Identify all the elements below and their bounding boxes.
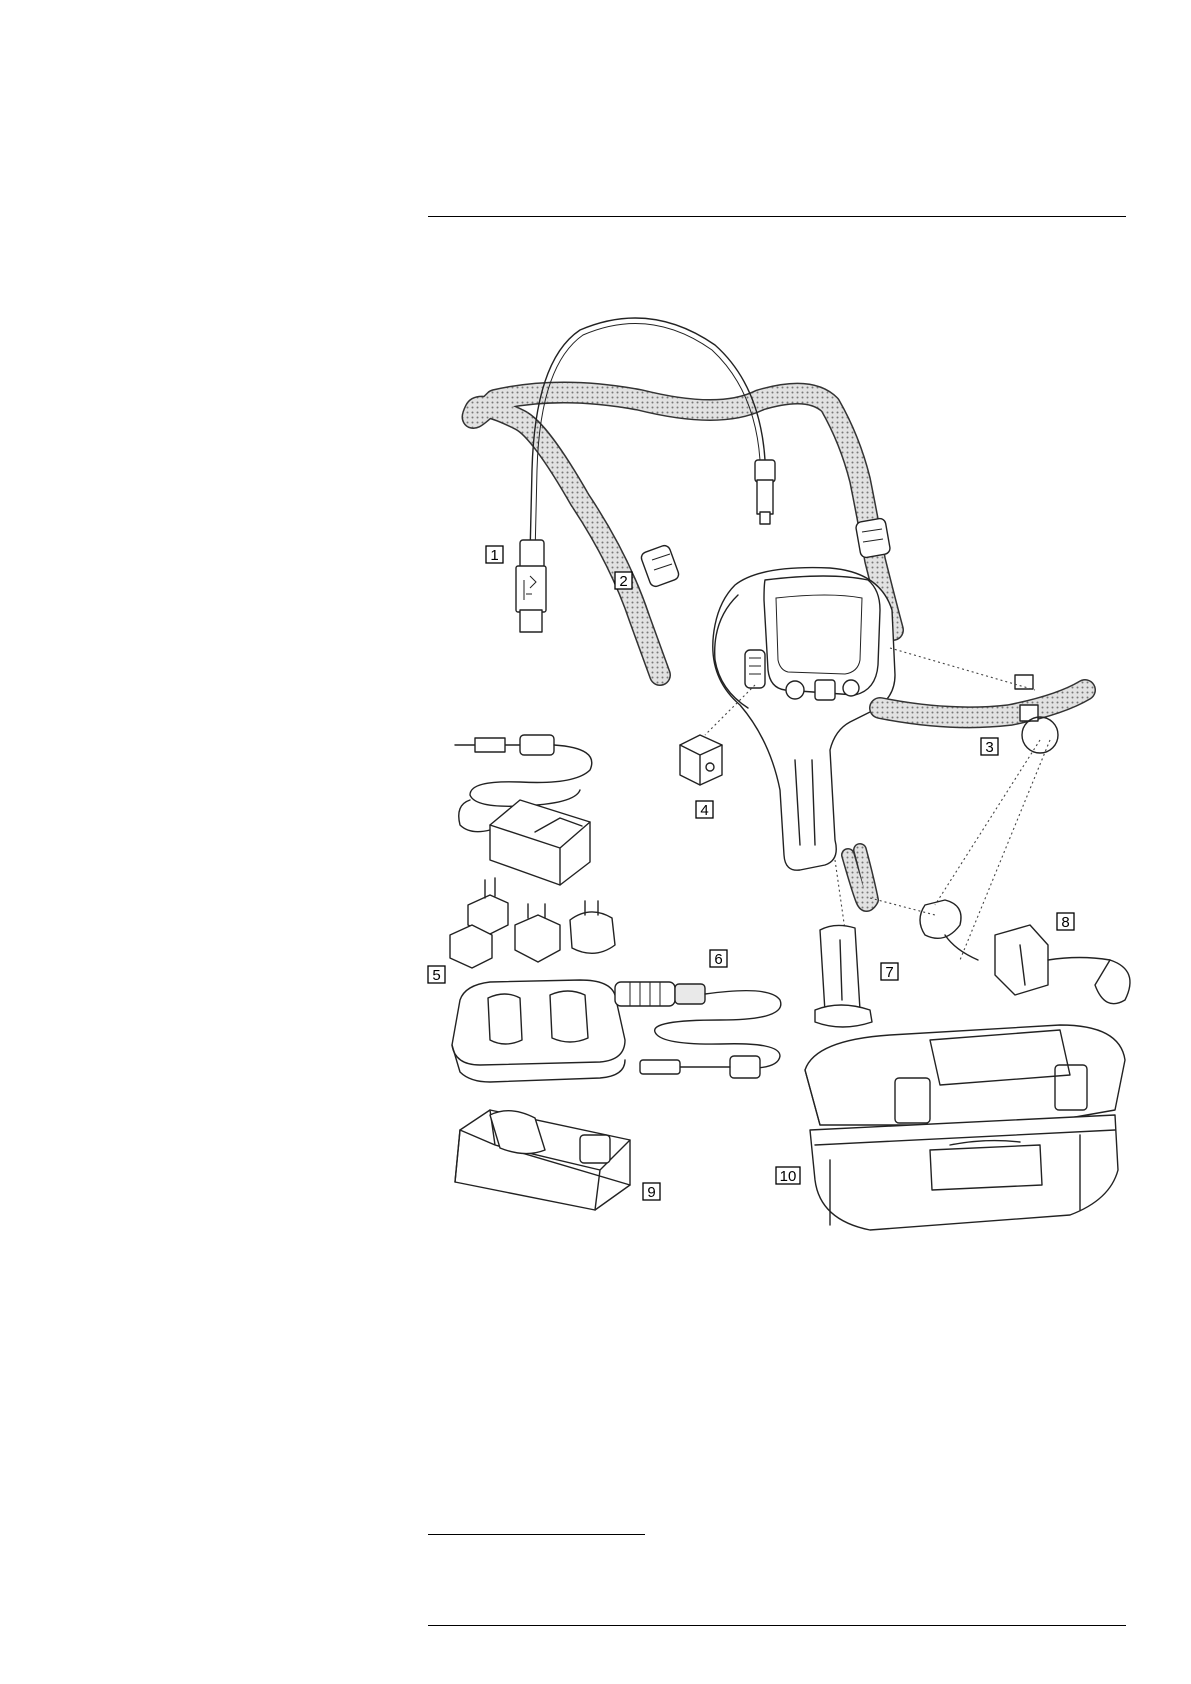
callout-tripod-adapter: 4	[696, 801, 713, 819]
transport-case-drawing	[805, 1025, 1125, 1230]
callout-camera-stand: 9	[643, 1183, 660, 1201]
power-supply-drawing	[450, 735, 615, 968]
svg-text:10: 10	[780, 1168, 797, 1185]
camera-stand-drawing	[455, 1110, 630, 1210]
callout-usb-cable: 1	[486, 546, 503, 564]
svg-text:7: 7	[885, 964, 893, 981]
svg-text:3: 3	[985, 739, 993, 756]
svg-text:2: 2	[619, 573, 627, 590]
battery-drawing	[815, 925, 872, 1027]
tripod-adapter-drawing	[680, 735, 722, 785]
lanyard-clip-drawing	[920, 900, 1130, 1004]
svg-text:1: 1	[490, 547, 498, 564]
battery-charger-drawing	[452, 980, 625, 1082]
thermal-camera-drawing	[713, 568, 895, 871]
svg-text:5: 5	[432, 967, 440, 984]
callout-lanyard-clip: 8	[1057, 913, 1074, 931]
callout-power-supply: 5	[428, 966, 445, 984]
svg-text:8: 8	[1061, 914, 1069, 931]
svg-text:6: 6	[714, 951, 722, 968]
callout-car-charger: 6	[710, 950, 727, 968]
callout-transport-case: 10	[776, 1167, 800, 1185]
car-charger-drawing	[615, 982, 781, 1078]
svg-text:4: 4	[700, 802, 708, 819]
svg-text:9: 9	[647, 1184, 655, 1201]
callout-battery: 7	[881, 963, 898, 981]
callout-hand-strap: 3	[981, 738, 998, 756]
callout-neck-strap: 2	[615, 572, 632, 590]
wrist-strap-drawing	[848, 850, 872, 905]
